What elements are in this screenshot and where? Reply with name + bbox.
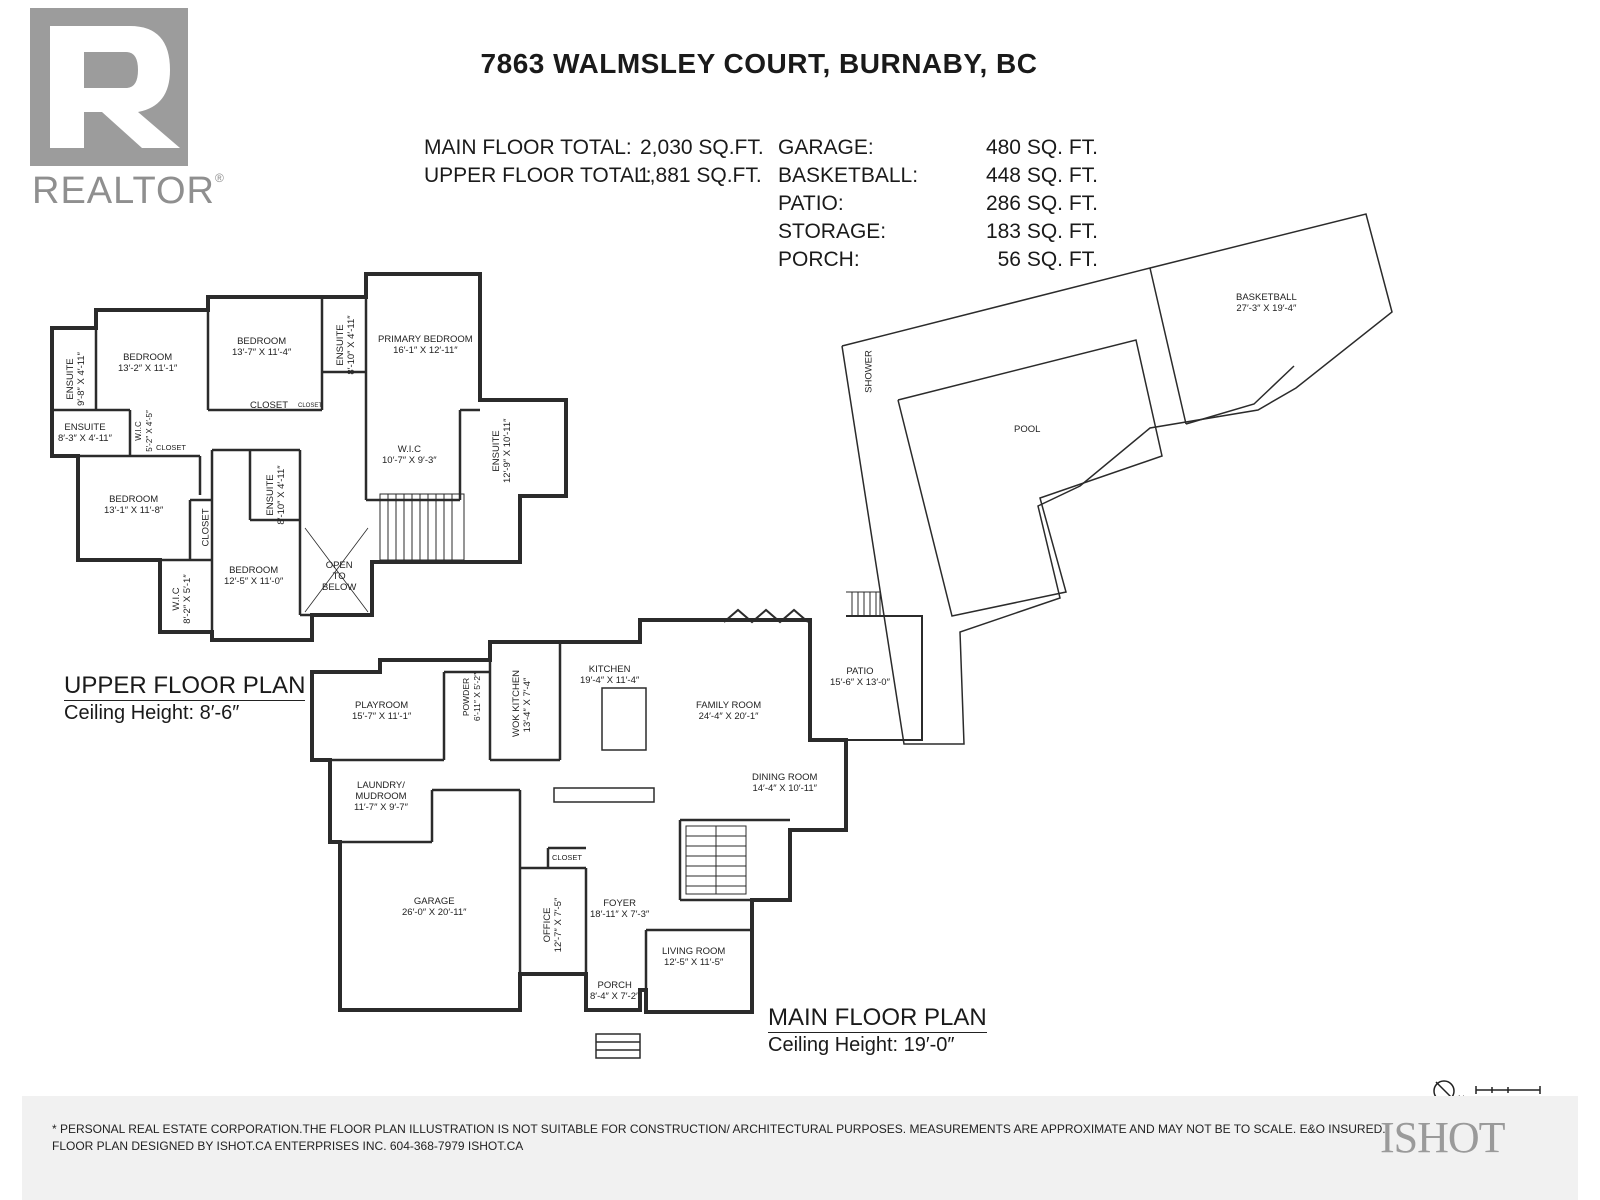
upper-stairs xyxy=(379,493,465,561)
main-floor-title: MAIN FLOOR PLAN xyxy=(768,1004,987,1031)
total-value: 56 SQ. FT. xyxy=(997,248,1098,271)
total-value: 2,030 SQ.FT. xyxy=(640,136,764,159)
open-to-below-lines xyxy=(304,527,369,613)
scale-bar-icon xyxy=(1475,1086,1541,1094)
ishot-logo: ISHOT xyxy=(1380,1113,1506,1162)
total-label: UPPER FLOOR TOTAL: xyxy=(424,164,652,187)
totals-right: GARAGE: 480 SQ. FT. BASKETBALL: 448 SQ. FT… xyxy=(778,134,1098,274)
total-label: BASKETBALL: xyxy=(778,164,919,187)
total-value: 183 SQ. FT. xyxy=(985,220,1098,243)
room-closet: CLOSET xyxy=(156,443,187,452)
total-label: STORAGE: xyxy=(778,220,887,243)
room-closet: CLOSET xyxy=(200,508,212,547)
footer-band xyxy=(22,1096,1578,1200)
property-address-title: 7863 WALMSLEY COURT, BURNABY, BC xyxy=(480,48,1038,79)
disclaimer-line-2: FLOOR PLAN DESIGNED BY ISHOT.CA ENTERPRI… xyxy=(52,1139,524,1153)
main-floor-heading: MAIN FLOOR PLAN Ceiling Height: 19′-0″ xyxy=(768,1004,987,1056)
basketball-court xyxy=(1149,267,1295,425)
upper-floor-heading: UPPER FLOOR PLAN Ceiling Height: 8′-6″ xyxy=(64,672,306,724)
total-label: GARAGE: xyxy=(778,136,874,159)
yard-outline xyxy=(841,213,1393,745)
kitchen-island xyxy=(601,687,647,751)
room-closet: CLOSET xyxy=(250,400,289,411)
total-label: PORCH: xyxy=(778,248,860,271)
area-pool: POOL xyxy=(1014,424,1041,435)
main-floor-ceiling: Ceiling Height: 19′-0″ xyxy=(768,1032,987,1056)
main-floor-outline xyxy=(310,618,848,1014)
total-row: GARAGE: 480 SQ. FT. xyxy=(778,134,1098,162)
upper-floor-title: UPPER FLOOR PLAN xyxy=(64,672,306,699)
realtor-logo: REALTOR® xyxy=(30,8,224,210)
porch-steps xyxy=(595,1033,641,1059)
total-row: STORAGE: 183 SQ. FT. xyxy=(778,218,1098,246)
main-interior-walls xyxy=(312,642,790,990)
bifold-door xyxy=(723,608,809,624)
realtor-r-mark xyxy=(30,8,188,166)
total-row: MAIN FLOOR TOTAL: 2,030 SQ.FT. xyxy=(424,134,764,162)
r-letter-icon xyxy=(50,26,180,148)
total-row: BASKETBALL: 448 SQ. FT. xyxy=(778,162,1098,190)
total-label: MAIN FLOOR TOTAL: xyxy=(424,136,632,159)
footer-disclaimer: * PERSONAL REAL ESTATE CORPORATION.THE F… xyxy=(52,1121,1386,1155)
total-row: PATIO: 286 SQ. FT. xyxy=(778,190,1098,218)
kitchen-counter xyxy=(553,787,655,803)
disclaimer-line-1: * PERSONAL REAL ESTATE CORPORATION.THE F… xyxy=(52,1122,1386,1136)
total-row: UPPER FLOOR TOTAL: 1,881 SQ.FT. xyxy=(424,162,762,190)
total-value: 1,881 SQ.FT. xyxy=(638,164,762,187)
realtor-wordmark: REALTOR® xyxy=(32,170,225,212)
room-closet: CLOSET xyxy=(298,403,323,409)
totals-left: MAIN FLOOR TOTAL: 2,030 SQ.FT. UPPER FLO… xyxy=(424,134,764,190)
total-value: 448 SQ. FT. xyxy=(985,164,1098,187)
pool-outline xyxy=(897,339,1163,617)
patio-steps xyxy=(846,591,881,616)
room-closet: CLOSET xyxy=(552,853,583,862)
main-stairs xyxy=(685,825,747,895)
total-value: 286 SQ. FT. xyxy=(985,192,1098,215)
total-label: PATIO: xyxy=(778,192,844,215)
upper-floor-ceiling: Ceiling Height: 8′-6″ xyxy=(64,700,306,724)
upper-interior-walls xyxy=(52,297,480,632)
area-shower: SHOWER xyxy=(863,350,875,393)
total-value: 480 SQ. FT. xyxy=(985,136,1098,159)
total-row: PORCH: 56 SQ. FT. xyxy=(778,246,1098,274)
